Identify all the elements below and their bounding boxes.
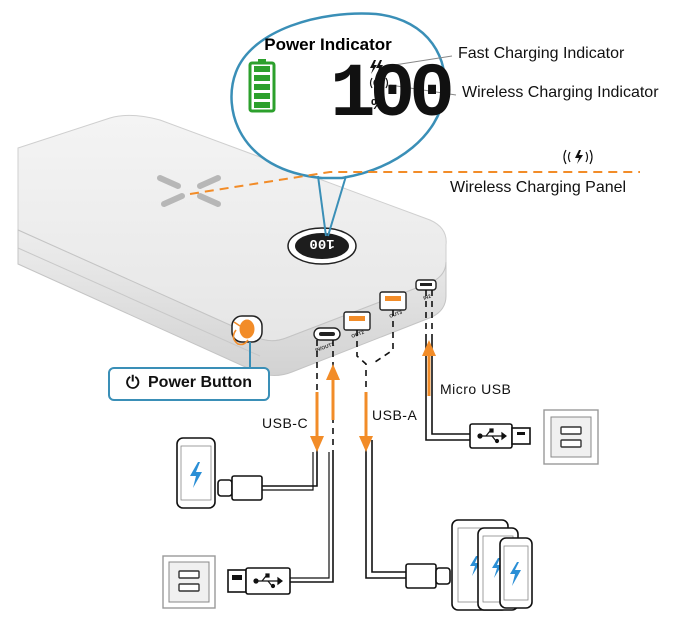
battery-cell — [254, 84, 270, 90]
usb-trident-icon — [253, 573, 283, 589]
wireless-panel-leader — [189, 171, 640, 195]
battery-level-fill — [254, 66, 270, 108]
usb-c-plug-right — [405, 563, 451, 589]
double-lightning-icon — [370, 60, 383, 74]
micro-usb-label: Micro USB — [440, 381, 512, 397]
wireless-signal-icon — [369, 77, 389, 89]
usb-c-cable — [262, 340, 334, 583]
device-screen-readout: 100 — [309, 235, 334, 251]
percent-sign: % — [371, 96, 385, 113]
power-button-callout — [108, 367, 270, 401]
usb-a-label: USB-A — [372, 407, 418, 423]
wall-outlet-left — [162, 555, 216, 609]
battery-cell — [254, 75, 270, 81]
wireless-indicator-leader — [389, 84, 457, 96]
usb-a-output-arrow — [359, 392, 373, 452]
lightning-bolt-icon — [510, 562, 521, 586]
wireless-panel-icon — [563, 149, 593, 165]
wireless-charging-indicator-label: Wireless Charging Indicator — [462, 84, 659, 101]
usb-c-label: USB-C — [262, 415, 309, 431]
usb-a-plug-left — [227, 567, 291, 595]
usb-a-cable — [356, 310, 406, 579]
micro-usb-plug — [469, 423, 531, 449]
fast-charging-leader — [387, 55, 453, 67]
port-micro-usb — [415, 279, 437, 291]
battery-icon — [248, 59, 276, 113]
battery-cell — [254, 102, 270, 108]
battery-percent-readout: 100 — [330, 52, 455, 138]
power-indicator-title: Power Indicator — [264, 35, 392, 54]
micro-usb-cable — [425, 290, 470, 441]
device-power-button[interactable] — [231, 315, 263, 343]
device-display: 100 — [287, 227, 357, 265]
battery-cell — [254, 66, 270, 72]
usb-c-plug-left — [217, 475, 263, 501]
port-usb-a-2 — [379, 291, 407, 311]
fast-charging-label: Fast Charging Indicator — [458, 45, 625, 62]
power-bank — [17, 114, 447, 376]
power-indicator-callout — [230, 12, 447, 237]
port-usb-a-1 — [343, 311, 371, 331]
power-button-label: Power Button — [148, 374, 252, 391]
micro-usb-input-arrow — [422, 340, 436, 396]
power-symbol-icon: ⏻ — [126, 373, 140, 392]
usb-trident-icon — [477, 428, 507, 444]
battery-cell — [254, 93, 270, 99]
lightning-bolt-icon — [190, 462, 202, 488]
port-usb-c — [313, 327, 341, 341]
port-label-2: OUT2 — [351, 330, 366, 340]
wireless-charging-panel-label: Wireless Charging Panel — [450, 179, 627, 196]
usb-c-output-arrow — [310, 392, 324, 452]
phone-left — [176, 437, 216, 509]
wall-outlet-right — [543, 409, 599, 465]
port-label-3: OUT3 — [389, 310, 404, 320]
wireless-charging-marks — [157, 175, 221, 207]
usb-c-input-arrow — [326, 364, 340, 420]
device-group-right — [451, 519, 533, 611]
finger-press-icon — [232, 321, 249, 346]
port-label-4: IN2 — [423, 294, 433, 302]
